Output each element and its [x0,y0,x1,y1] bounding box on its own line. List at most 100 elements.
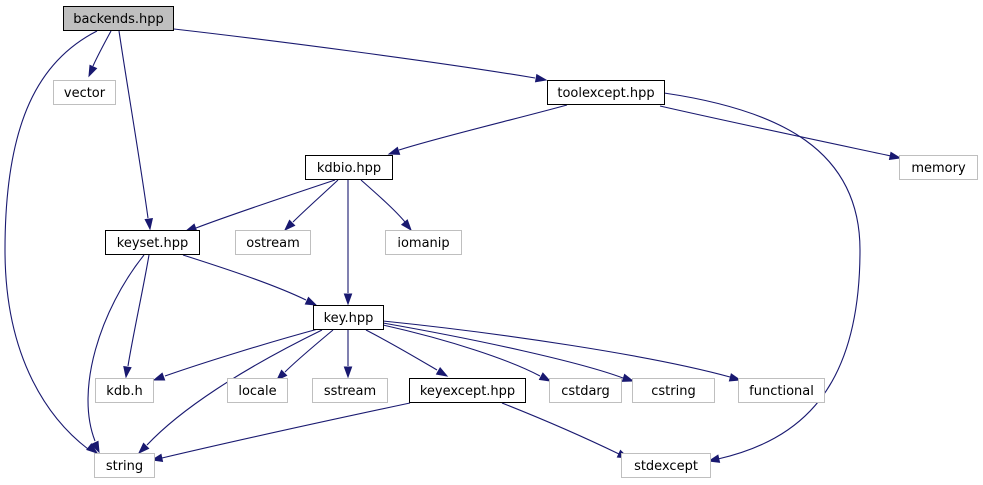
edge-key-string [137,329,323,455]
arrowhead [86,443,99,454]
node-box [409,378,526,403]
arrowhead [534,73,548,83]
node-keyexcept[interactable]: keyexcept.hpp [409,378,526,403]
edge-keyset-key [182,254,318,306]
arrowhead [90,440,100,454]
node-kdbh: kdb.h [95,378,154,403]
node-box [235,230,311,255]
edge-toolexcept-stdexcept [663,92,861,463]
node-box [313,305,384,330]
arrowhead [343,366,353,379]
node-label: memory [911,161,966,176]
node-label: backends.hpp [73,12,164,27]
node-label: functional [749,384,814,399]
edge-keyexcept-stdexcept [501,402,630,459]
arrowhead [123,366,132,379]
arrowhead [888,151,902,161]
node-box [738,378,825,403]
arrowhead [621,373,635,382]
node-ostream: ostream [235,230,311,255]
arrowhead [88,64,98,78]
edge-kdbio-keyset [184,179,336,232]
node-box [95,378,154,403]
edge-key-locale [275,329,334,382]
node-label: string [106,459,143,474]
node-box [105,230,200,255]
node-box [53,80,116,105]
node-memory: memory [899,155,978,180]
arrowhead [400,219,412,232]
arrowhead [184,223,198,232]
node-cstring: cstring [632,378,715,403]
node-label: keyset.hpp [117,236,189,251]
node-box [227,378,288,403]
node-box [632,378,715,403]
node-label: vector [64,86,106,101]
node-kdbio[interactable]: kdbio.hpp [305,155,393,180]
arrowhead [728,373,742,382]
arrowhead [275,369,288,382]
arrowhead [538,372,552,382]
node-label: cstdarg [561,384,610,399]
node-string: string [94,453,155,478]
node-functional: functional [738,378,825,403]
arrowhead [435,367,449,377]
edge-key-cstdarg [382,324,552,382]
node-box [549,378,622,403]
edge-backends-toolexcept [173,28,548,83]
node-box [899,155,978,180]
arrowhead [343,293,353,306]
edge-toolexcept-kdbio [387,104,568,155]
edge-keyset-string [87,254,145,454]
node-label: ostream [246,236,300,251]
arrowhead [137,442,150,455]
edge-key-kdbh [152,328,319,381]
node-cstdarg: cstdarg [549,378,622,403]
node-sstream: sstream [312,378,388,403]
edge-key-cstring [382,322,635,382]
node-keyset[interactable]: keyset.hpp [105,230,200,255]
arrowhead [304,296,318,306]
edge-key-functional [382,320,742,382]
edge-kdbio-iomanip [360,179,412,232]
node-box [94,453,155,478]
node-box [547,80,665,105]
node-locale: locale [227,378,288,403]
node-label: toolexcept.hpp [557,86,654,101]
edge-backends-vector [88,30,112,78]
node-toolexcept[interactable]: toolexcept.hpp [547,80,665,105]
node-label: kdb.h [106,384,142,399]
edge-kdbio-ostream [283,179,339,232]
edge-backends-keyset [118,30,153,231]
node-label: kdbio.hpp [317,161,381,176]
node-label: stdexcept [634,459,698,474]
node-label: locale [238,384,276,399]
node-backends[interactable]: backends.hpp [63,6,174,31]
node-label: keyexcept.hpp [420,384,515,399]
node-box [305,155,393,180]
edge-backends-string [4,30,99,454]
node-vector: vector [53,80,116,105]
arrowhead [152,372,166,381]
node-key[interactable]: key.hpp [313,305,384,330]
arrowhead [144,218,153,231]
edge-keyexcept-string [150,402,411,463]
node-label: key.hpp [324,311,374,326]
node-iomanip: iomanip [385,230,462,255]
edge-keyset-kdbh [123,254,150,379]
node-label: sstream [324,384,376,399]
node-box [63,6,174,31]
edge-key-sstream [343,330,353,379]
node-label: cstring [651,384,695,399]
node-box [385,230,462,255]
arrowhead [283,219,296,232]
edge-toolexcept-memory [659,105,902,161]
arrowhead [387,146,401,155]
node-box [312,378,388,403]
edge-kdbio-key [343,180,353,306]
node-label: iomanip [397,236,449,251]
node-stdexcept: stdexcept [621,453,711,478]
arrowhead [707,454,721,463]
node-box [621,453,711,478]
